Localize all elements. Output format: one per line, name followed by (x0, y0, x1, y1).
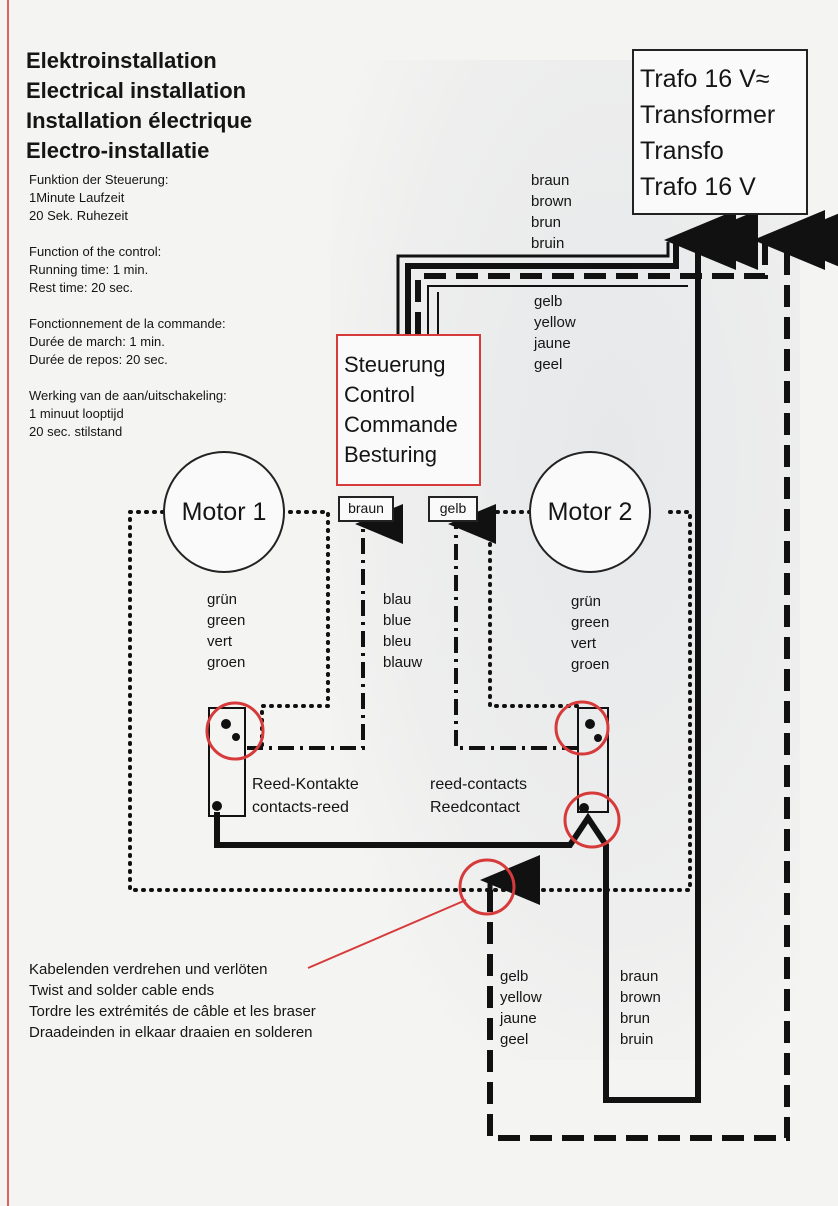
note-line: Fonctionnement de la commande: (29, 316, 226, 331)
note-line: Funktion der Steuerung: (29, 172, 169, 187)
wire-label: geel (500, 1031, 529, 1048)
title-en: Electrical installation (26, 78, 247, 103)
reed-label: Reed-Kontakte (252, 776, 359, 793)
wire-label-yellow-bottom: gelb yellow jaune geel (500, 966, 542, 1050)
note-fr: Fonctionnement de la commande: Durée de … (29, 315, 227, 369)
solder-note-line: Twist and solder cable ends (29, 982, 215, 999)
note-nl: Werking van de aan/uitschakeling: 1 minu… (29, 387, 227, 441)
note-line: 1 minuut looptijd (29, 406, 124, 421)
wire-label: blau (383, 591, 412, 608)
title-nl: Electro-installatie (26, 138, 210, 163)
wire-label: grün (207, 591, 238, 608)
wire-label: bruin (531, 235, 565, 252)
control-label: Steuerung (344, 352, 446, 377)
wire-label: groen (207, 654, 246, 671)
control-label: Commande (344, 412, 458, 437)
trafo-label: Transfo (640, 137, 724, 165)
brown-wire (214, 210, 758, 1103)
wire-label: bruin (620, 1031, 654, 1048)
wire-label: geel (534, 356, 563, 373)
note-line: Running time: 1 min. (29, 262, 149, 277)
wire-label-green-left: grün green vert groen (207, 589, 245, 673)
wire-label: blue (383, 612, 412, 629)
wire-label-yellow-top: gelb yellow jaune geel (534, 291, 576, 375)
control-to-trafo-cables (396, 210, 825, 334)
wire-label-brown-top: braun brown brun bruin (531, 170, 572, 254)
wire-label: vert (571, 635, 597, 652)
trafo-label: Trafo 16 V (640, 173, 756, 201)
wire-label: yellow (500, 989, 542, 1006)
reed-contact-right (577, 707, 609, 813)
reed-contacts-label-right: reed-contacts Reedcontact (430, 773, 527, 819)
wire-label-green-right: grün green vert groen (571, 591, 609, 675)
wire-label: green (571, 614, 610, 631)
blue-wire (247, 504, 578, 750)
motor-2: Motor 2 (529, 451, 651, 573)
reed-contacts-label-left: Reed-Kontakte contacts-reed (252, 773, 359, 819)
yellow-wire (487, 210, 838, 1141)
motor-2-label: Motor 2 (547, 497, 633, 526)
transformer-box: Trafo 16 V≈ Transformer Transfo Trafo 16… (632, 49, 808, 215)
solder-note-line: Kabelenden verdrehen und verlöten (29, 961, 268, 978)
wire-label: braun (531, 172, 570, 189)
note-line: 20 Sek. Ruhezeit (29, 208, 129, 223)
title-de: Elektroinstallation (26, 48, 217, 73)
motor-1-label: Motor 1 (181, 497, 267, 526)
note-line: Function of the control: (29, 244, 162, 259)
solder-point-markers (205, 700, 621, 916)
trafo-label: Trafo 16 V≈ (640, 65, 770, 93)
tag-braun: braun (338, 496, 394, 522)
wire-label: brun (531, 214, 562, 231)
title-fr: Installation électrique (26, 108, 253, 133)
wire-label-brown-bottom: braun brown brun bruin (620, 966, 661, 1050)
wire-label: gelb (534, 293, 563, 310)
wire-label: grün (571, 593, 602, 610)
wire-label: groen (571, 656, 610, 673)
wire-label: jaune (534, 335, 571, 352)
tag-gelb: gelb (428, 496, 478, 522)
control-function-notes: Funktion der Steuerung: 1Minute Laufzeit… (29, 171, 227, 459)
control-label: Besturing (344, 442, 437, 467)
note-en: Function of the control: Running time: 1… (29, 243, 227, 297)
wire-label: jaune (500, 1010, 537, 1027)
note-line: Rest time: 20 sec. (29, 280, 134, 295)
wire-label: bleu (383, 633, 412, 650)
wire-label: brown (531, 193, 572, 210)
reed-label: contacts-reed (252, 799, 349, 816)
note-line: 20 sec. stilstand (29, 424, 123, 439)
control-label: Control (344, 382, 415, 407)
wire-label: brown (620, 989, 661, 1006)
solder-instruction: Kabelenden verdrehen und verlöten Twist … (29, 959, 316, 1043)
solder-pointer-line (307, 899, 467, 969)
note-line: Durée de march: 1 min. (29, 334, 165, 349)
note-line: Durée de repos: 20 sec. (29, 352, 168, 367)
reed-contact-left (208, 707, 246, 817)
note-de: Funktion der Steuerung: 1Minute Laufzeit… (29, 171, 227, 225)
solder-note-line: Draadeinden in elkaar draaien en soldere… (29, 1024, 313, 1041)
motor-1: Motor 1 (163, 451, 285, 573)
wire-label: vert (207, 633, 233, 650)
reed-label: Reedcontact (430, 799, 520, 816)
control-box: Steuerung Control Commande Besturing (336, 334, 481, 486)
wire-label: green (207, 612, 246, 629)
wire-label: gelb (500, 968, 529, 985)
wire-label: braun (620, 968, 659, 985)
note-line: Werking van de aan/uitschakeling: (29, 388, 227, 403)
wire-label: brun (620, 1010, 651, 1027)
reed-label: reed-contacts (430, 776, 527, 793)
solder-note-line: Tordre les extrémités de câble et les br… (29, 1003, 316, 1020)
wire-label-blue: blau blue bleu blauw (383, 589, 422, 673)
note-line: 1Minute Laufzeit (29, 190, 125, 205)
page-title: Elektroinstallation Electrical installat… (26, 46, 252, 166)
wire-label: blauw (383, 654, 423, 671)
trafo-label: Transformer (640, 101, 776, 129)
page-edge-line (7, 0, 9, 1206)
wire-label: yellow (534, 314, 576, 331)
